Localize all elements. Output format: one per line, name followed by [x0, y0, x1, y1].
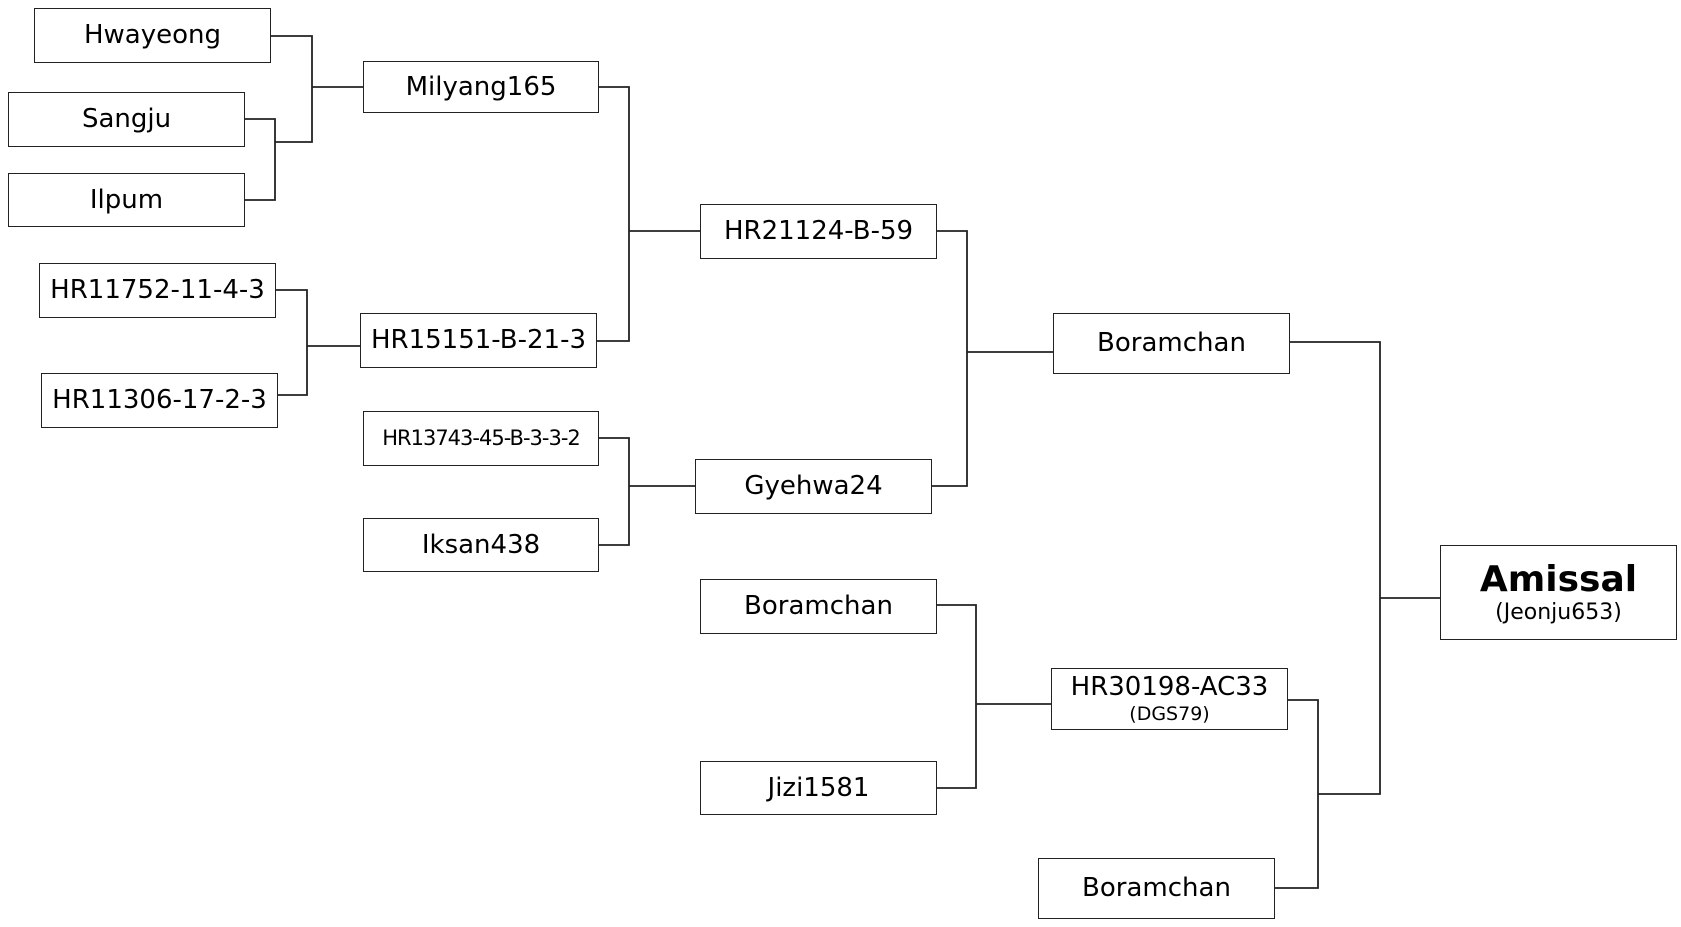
node-label: HR11752-11-4-3: [50, 275, 265, 306]
node-hr11752: HR11752-11-4-3: [39, 263, 276, 318]
node-label: Boramchan: [744, 591, 893, 622]
node-label: Boramchan: [1082, 873, 1231, 904]
node-gyehwa24: Gyehwa24: [695, 459, 932, 514]
node-label: Amissal: [1479, 558, 1638, 600]
node-label: HR15151-B-21-3: [370, 325, 586, 356]
node-label: Jizi1581: [767, 772, 870, 803]
connector-hr13743-iksan438: [599, 437, 630, 546]
node-boramchan-top: Boramchan: [700, 579, 937, 634]
node-label: HR13743-45-B-3-3-2: [382, 425, 581, 450]
connector-hr11752-hr11306: [276, 289, 308, 396]
node-sublabel: (DGS79): [1129, 702, 1210, 725]
connector-boramchan-mid-hr30198: [1290, 341, 1381, 795]
node-jizi1581: Jizi1581: [700, 761, 937, 815]
node-hr11306: HR11306-17-2-3: [41, 373, 278, 428]
node-label: Ilpum: [89, 184, 164, 215]
node-ilpum: Ilpum: [8, 173, 245, 227]
node-amissal: Amissal (Jeonju653): [1440, 545, 1677, 640]
node-hr30198: HR30198-AC33 (DGS79): [1051, 668, 1288, 730]
node-hwayeong: Hwayeong: [34, 8, 271, 63]
node-label: HR30198-AC33: [1070, 672, 1269, 703]
connector-boramchan-jizi1581: [937, 604, 977, 789]
node-label: HR21124-B-59: [723, 216, 914, 247]
node-iksan438: Iksan438: [363, 518, 599, 572]
node-hr21124: HR21124-B-59: [700, 204, 937, 259]
node-label: Milyang165: [405, 71, 557, 102]
connector-sangju-ilpum: [245, 118, 276, 201]
node-label: Gyehwa24: [744, 471, 883, 502]
node-label: Sangju: [81, 104, 172, 135]
node-sublabel: (Jeonju653): [1495, 600, 1622, 626]
node-boramchan-mid: Boramchan: [1053, 313, 1290, 374]
node-label: Boramchan: [1097, 328, 1246, 359]
connector-hr21124-gyehwa24: [932, 230, 968, 487]
node-label: HR11306-17-2-3: [52, 385, 267, 416]
node-sangju: Sangju: [8, 92, 245, 147]
connector-hwayeong: [271, 35, 313, 143]
connector-milyang-hr15151: [597, 86, 630, 342]
node-hr15151: HR15151-B-21-3: [360, 313, 597, 368]
node-boramchan-bottom: Boramchan: [1038, 858, 1275, 919]
node-label: Hwayeong: [83, 20, 222, 51]
node-milyang165: Milyang165: [363, 61, 599, 113]
node-label: Iksan438: [421, 529, 541, 560]
node-hr13743: HR13743-45-B-3-3-2: [363, 411, 599, 466]
